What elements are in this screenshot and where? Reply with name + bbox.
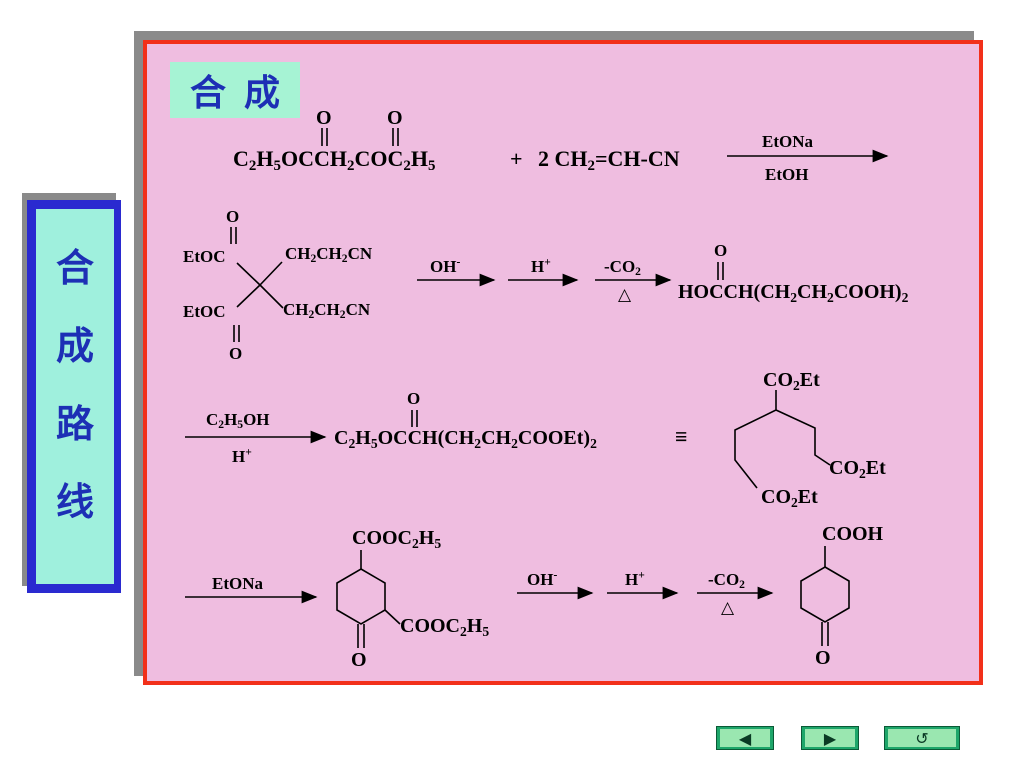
- r2-step-1: OH-: [430, 255, 461, 276]
- sidebar-title: 合 成 路 线: [36, 209, 114, 584]
- r2-step-2: H+: [531, 255, 551, 276]
- r2-bond-3: [236, 284, 261, 308]
- r3-skeleton-right: [775, 409, 831, 466]
- r4-step-1: OH-: [527, 568, 558, 589]
- return-button[interactable]: ↺: [884, 726, 960, 750]
- r3-skel-top: CO2Et: [763, 369, 820, 393]
- r2-product-o: O: [714, 241, 728, 260]
- r1-plus: +: [510, 146, 523, 171]
- prev-button[interactable]: ◀: [716, 726, 774, 750]
- r2-bond-1: [236, 262, 261, 286]
- r1-reactant-a: C2H5OCCH2COC2H5: [233, 146, 436, 175]
- r2-top-o: O: [226, 207, 240, 226]
- sidebar-char: 线: [55, 480, 94, 524]
- r4-step-2: H+: [625, 568, 645, 589]
- r4-final-o: O: [815, 647, 831, 669]
- r3-reagent-bottom: H+: [232, 445, 252, 466]
- section-title: 合成: [189, 73, 298, 114]
- r4-ring-top: COOC2H5: [352, 527, 442, 551]
- r2-chain-bottom: CH2CH2CN: [283, 300, 371, 322]
- r2-etoc-bottom: EtOC: [183, 302, 226, 321]
- next-button[interactable]: ▶: [801, 726, 859, 750]
- r3-product-o: O: [407, 389, 421, 408]
- r4-reagent: EtONa: [212, 574, 263, 593]
- r2-etoc-top: EtOC: [183, 247, 226, 266]
- sidebar-char: 成: [55, 324, 94, 368]
- next-icon: ▶: [823, 728, 837, 748]
- r4-step-3-top: -CO2: [708, 570, 745, 592]
- r1-reagent-bottom: EtOH: [765, 165, 809, 184]
- prev-icon: ◀: [738, 728, 752, 748]
- r2-step-3-bottom: △: [618, 285, 632, 304]
- r2-bond-4: [259, 284, 284, 309]
- r3-equiv: ≡: [675, 424, 688, 449]
- r1-carbonyl-o-2: O: [387, 107, 403, 129]
- r3-skeleton: [734, 390, 777, 489]
- r4-final-ring: [800, 566, 850, 623]
- r1-carbonyl-o-1: O: [316, 107, 332, 129]
- sidebar-char: 路: [55, 402, 94, 446]
- r4-final-top: COOH: [822, 523, 884, 545]
- return-icon: ↺: [915, 728, 929, 748]
- r2-bottom-o: O: [229, 344, 243, 363]
- r4-ring-right: COOC2H5: [400, 615, 490, 639]
- r3-skel-right: CO2Et: [829, 457, 886, 481]
- r1-reagent-top: EtONa: [762, 132, 813, 151]
- sidebar-char: 合: [55, 246, 94, 290]
- r4-step-3-bottom: △: [721, 598, 735, 617]
- r2-bond-2: [259, 261, 283, 286]
- r2-product: HOCCH(CH2CH2COOH)2: [678, 281, 909, 305]
- r4-cyclohexane-ring: [336, 568, 386, 625]
- r1-reactant-b: 2 CH2=CH-CN: [538, 146, 680, 175]
- r4-ring-right-bond: [384, 609, 401, 625]
- r3-reagent-top: C2H5OH: [206, 410, 270, 432]
- r2-step-3-top: -CO2: [604, 257, 641, 279]
- r3-product: C2H5OCCH(CH2CH2COOEt)2: [334, 427, 597, 451]
- r4-ring-o: O: [351, 649, 367, 671]
- r2-chain-top: CH2CH2CN: [285, 244, 373, 266]
- r3-skel-bottom: CO2Et: [761, 486, 818, 510]
- section-title-box: 合成: [170, 62, 300, 118]
